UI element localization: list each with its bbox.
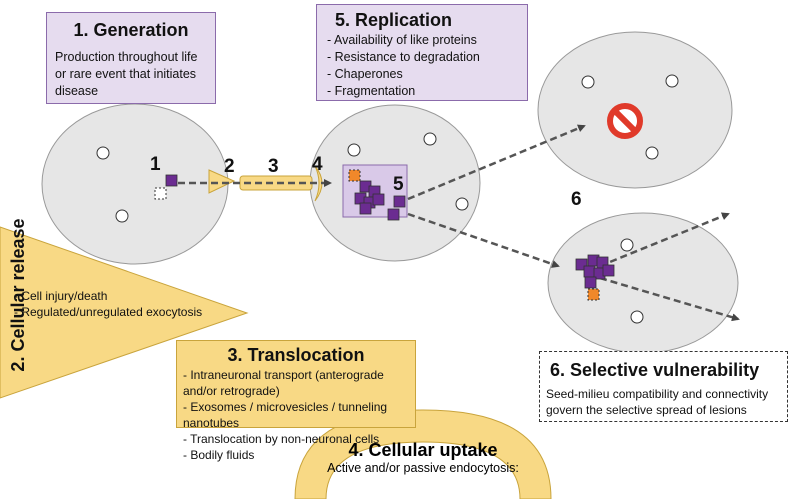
cellular-release-list: Cell injury/death Regulated/unregulated … xyxy=(14,288,202,320)
list-item: Bodily fluids xyxy=(183,447,409,463)
cell-vesicle xyxy=(620,238,634,252)
cell-vesicle xyxy=(423,132,437,146)
cell-vesicle xyxy=(630,310,644,324)
list-item: Chaperones xyxy=(327,66,517,83)
step-number-2: 2 xyxy=(224,156,235,177)
seed-particle xyxy=(348,169,361,182)
translocation-title: 3. Translocation xyxy=(227,345,365,365)
list-item: Exosomes / microvesicles / tunneling nan… xyxy=(183,399,409,431)
cell-vesicle xyxy=(115,209,129,223)
replication-list: Availability of like proteins Resistance… xyxy=(327,32,517,100)
list-item: Regulated/unregulated exocytosis xyxy=(14,304,202,320)
list-item: Availability of like proteins xyxy=(327,32,517,49)
cell-vesicle xyxy=(96,146,110,160)
step-number-5: 5 xyxy=(393,174,404,195)
list-item: Translocation by non-neuronal cells xyxy=(183,431,409,447)
replication-title: 5. Replication xyxy=(335,10,453,30)
seed-outline xyxy=(154,187,167,200)
step-number-6: 6 xyxy=(571,189,582,210)
cellular-uptake-text: Active and/or passive endocytosis: xyxy=(327,461,519,475)
translocation-box: 3. Translocation Intraneuronal transport… xyxy=(176,340,416,462)
list-item: Intraneuronal transport (anterograde and… xyxy=(183,367,409,399)
no-entry-icon xyxy=(607,103,643,139)
list-item: Fragmentation xyxy=(327,83,517,100)
selective-vulnerability-box: 6. Selective vulnerability Seed-milieu c… xyxy=(539,351,788,422)
generation-box: 1. Generation Production throughout life… xyxy=(46,12,216,104)
cell-vesicle xyxy=(665,74,679,88)
release-cone xyxy=(208,169,236,194)
list-item: Cell injury/death xyxy=(14,288,202,304)
cell-vulnerable xyxy=(547,212,739,354)
generation-text: Production throughout life or rare event… xyxy=(55,50,198,98)
selective-vulnerability-title: 6. Selective vulnerability xyxy=(550,360,760,380)
spread-arrow-vulnerable xyxy=(407,212,560,268)
step-number-1: 1 xyxy=(150,154,161,175)
protein-aggregate xyxy=(575,254,615,289)
cell-vesicle xyxy=(645,146,659,160)
step-number-4: 4 xyxy=(312,154,323,175)
replication-box-text: 5. Replication Availability of like prot… xyxy=(316,4,528,101)
cellular-uptake-title: 4. Cellular uptake xyxy=(348,440,498,460)
list-item: Resistance to degradation xyxy=(327,49,517,66)
protein-aggregate xyxy=(354,180,406,221)
translocation-list: Intraneuronal transport (anterograde and… xyxy=(183,367,409,463)
spread-arrow-onward xyxy=(599,276,740,322)
uptake-crescent xyxy=(314,165,323,202)
cell-vesicle xyxy=(347,143,361,157)
protein-monomer xyxy=(165,174,178,187)
cell-vesicle xyxy=(455,197,469,211)
selective-vulnerability-text: Seed-milieu compatibility and connectivi… xyxy=(546,387,769,417)
cell-vesicle xyxy=(581,75,595,89)
spread-arrow-onward xyxy=(599,212,730,268)
generation-title: 1. Generation xyxy=(73,20,189,40)
seed-particle xyxy=(587,288,600,301)
step-number-3: 3 xyxy=(268,156,279,177)
spread-arrow-blocked xyxy=(407,124,586,201)
